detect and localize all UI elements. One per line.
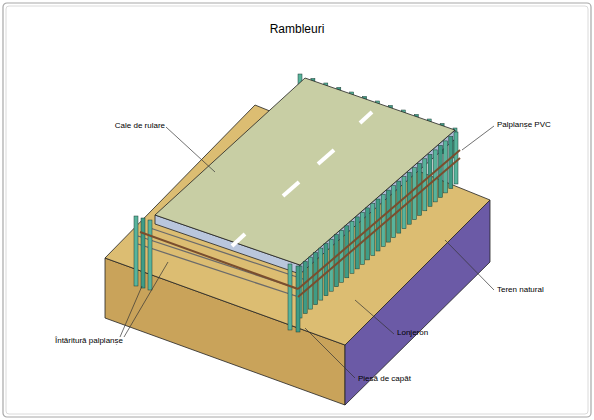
sheet-pile <box>407 172 411 224</box>
page-border-inner <box>6 6 588 414</box>
sheet-pile <box>381 195 385 247</box>
sheet-pile <box>360 212 364 264</box>
sheet-pile <box>288 264 292 330</box>
sheet-pile <box>366 208 370 260</box>
sheet-pile <box>449 137 453 189</box>
part-label: Piesă de capăt <box>358 374 411 384</box>
sheet-pile <box>296 266 300 332</box>
sheet-pile <box>329 239 333 291</box>
sheet-pile <box>397 181 401 233</box>
sheet-pile <box>376 199 380 251</box>
sheet-pile <box>345 226 349 278</box>
part-label: Palplanșe PVC <box>497 120 551 130</box>
wales <box>140 150 460 297</box>
diagram-title: Rambleuri <box>270 22 325 36</box>
part-label: Teren natural <box>497 285 544 295</box>
sheet-pile <box>319 248 323 300</box>
sheet-pile <box>314 253 318 305</box>
sheet-pile <box>418 163 422 215</box>
sheet-pile <box>324 244 328 296</box>
sheet-pile <box>350 221 354 273</box>
sheet-pile <box>444 141 448 193</box>
page-border <box>3 3 591 417</box>
sheet-pile <box>412 168 416 220</box>
sheet-pile <box>371 204 375 256</box>
sheet-pile <box>334 235 338 287</box>
sheet-pile <box>392 186 396 238</box>
road-surface <box>155 78 455 265</box>
part-label: Lonjeron <box>397 328 428 338</box>
sheet-pile <box>308 257 312 309</box>
sheet-pile <box>148 220 152 290</box>
sheet-pile <box>303 262 307 314</box>
leader-lines <box>120 126 494 378</box>
sheet-pile <box>428 154 432 206</box>
sheet-pile <box>355 217 359 269</box>
sheet-pile <box>134 216 138 286</box>
sheet-pile <box>423 159 427 211</box>
sheet-piles-front <box>134 132 458 332</box>
sheet-pile <box>438 145 442 197</box>
sheet-pile <box>386 190 390 242</box>
sheet-pile <box>433 150 437 202</box>
sheet-pile <box>340 230 344 282</box>
sheet-pile <box>454 132 458 184</box>
sheet-pile <box>141 218 145 288</box>
part-label: Întăritură palplanșe <box>55 336 123 346</box>
part-label: Cale de rulare <box>115 121 165 131</box>
sheet-pile <box>402 177 406 229</box>
